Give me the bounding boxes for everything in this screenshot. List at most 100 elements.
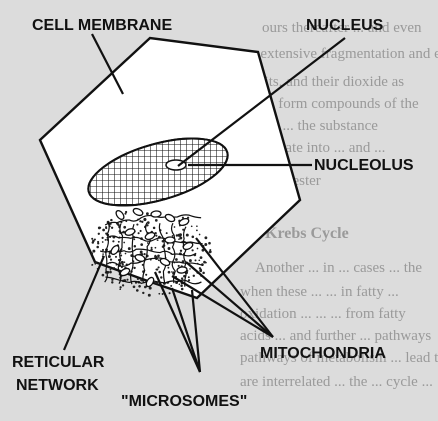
stipple-dot: [178, 238, 180, 240]
stipple-dot: [102, 237, 104, 239]
stipple-dot: [199, 234, 201, 236]
stipple-dot: [186, 234, 189, 237]
stipple-dot: [180, 250, 182, 252]
stipple-dot: [153, 227, 156, 230]
stipple-dot: [133, 267, 135, 269]
stipple-dot: [108, 255, 111, 258]
stipple-dot: [92, 264, 94, 266]
stipple-dot: [175, 258, 178, 261]
stipple-dot: [113, 267, 115, 269]
stipple-dot: [119, 288, 121, 290]
stipple-dot: [118, 241, 120, 243]
stipple-dot: [138, 232, 140, 234]
mitochondrion: [151, 210, 162, 217]
stipple-dot: [102, 241, 104, 243]
stipple-dot: [208, 242, 211, 245]
stipple-dot: [142, 292, 144, 294]
stipple-dot: [110, 219, 112, 221]
stipple-dot: [96, 246, 99, 249]
stipple-dot: [168, 247, 171, 250]
stipple-dot: [141, 221, 143, 223]
stipple-dot: [110, 258, 112, 260]
label-mitochondria: MITOCHONDRIA: [260, 345, 386, 362]
stipple-dot: [115, 256, 117, 258]
stipple-dot: [138, 285, 141, 288]
stipple-dot: [169, 292, 171, 294]
stipple-dot: [143, 253, 145, 255]
stipple-dot: [209, 250, 212, 253]
stipple-dot: [111, 281, 113, 283]
stipple-dot: [137, 278, 139, 280]
stipple-dot: [98, 227, 101, 230]
stipple-dot: [102, 229, 105, 232]
stipple-dot: [200, 256, 203, 259]
stipple-dot: [155, 235, 157, 237]
stipple-dot: [166, 232, 168, 234]
stipple-dot: [124, 213, 126, 215]
stipple-dot: [193, 275, 195, 277]
stipple-dot: [192, 236, 195, 239]
stipple-dot: [123, 242, 125, 244]
background-line: e extensive fragmentation and even: [250, 46, 438, 62]
stipple-dot: [204, 236, 207, 239]
background-line: when these ... ... in fatty ...: [240, 284, 399, 300]
stipple-dot: [178, 265, 180, 267]
stipple-dot: [140, 243, 143, 246]
stipple-dot: [158, 293, 160, 295]
stipple-dot: [112, 240, 114, 242]
stipple-dot: [181, 277, 183, 279]
stipple-dot: [102, 249, 104, 251]
stipple-dot: [154, 255, 156, 257]
label-cell-membrane: CELL MEMBRANE: [32, 17, 172, 34]
stipple-dot: [197, 248, 199, 250]
stipple-dot: [122, 284, 124, 286]
background-line: are interrelated ... the ... cycle ...: [240, 374, 433, 390]
stipple-dot: [188, 276, 190, 278]
stipple-dot: [146, 212, 149, 215]
stipple-dot: [170, 285, 172, 287]
stipple-dot: [102, 274, 105, 277]
stipple-dot: [124, 261, 126, 263]
stipple-dot: [196, 225, 198, 227]
stipple-dot: [189, 259, 192, 262]
stipple-dot: [157, 239, 159, 241]
stipple-dot: [162, 293, 164, 295]
stipple-dot: [143, 218, 146, 221]
stipple-dot: [155, 247, 157, 249]
background-heading: Krebs Cycle: [265, 225, 349, 242]
stipple-dot: [134, 245, 137, 248]
stipple-dot: [167, 267, 169, 269]
stipple-dot: [140, 230, 142, 232]
stipple-dot: [147, 221, 150, 224]
stipple-dot: [92, 240, 95, 243]
stipple-dot: [202, 272, 205, 275]
stipple-dot: [158, 271, 161, 274]
stipple-dot: [180, 285, 183, 288]
stipple-dot: [156, 268, 158, 270]
stipple-dot: [92, 250, 95, 253]
stipple-dot: [140, 250, 143, 253]
stipple-dot: [204, 243, 207, 246]
stipple-dot: [171, 271, 173, 273]
stipple-dot: [136, 289, 139, 292]
label-nucleus: NUCLEUS: [306, 17, 384, 34]
leader-reticular-network: [64, 256, 104, 350]
stipple-dot: [128, 247, 131, 250]
stipple-dot: [133, 238, 135, 240]
stipple-dot: [111, 227, 113, 229]
stipple-dot: [91, 252, 93, 254]
stipple-dot: [97, 241, 99, 243]
stipple-dot: [191, 225, 193, 227]
background-line: Another ... in ... cases ... the: [255, 260, 422, 276]
stipple-dot: [178, 234, 181, 237]
stipple-dot: [157, 254, 160, 257]
stipple-dot: [133, 285, 136, 288]
stipple-dot: [94, 263, 96, 265]
stipple-dot: [160, 276, 162, 278]
stipple-dot: [120, 255, 122, 257]
stipple-dot: [195, 259, 197, 261]
stipple-dot: [155, 219, 158, 222]
stipple-dot: [109, 271, 112, 274]
label-nucleolus: NUCLEOLUS: [314, 157, 414, 174]
